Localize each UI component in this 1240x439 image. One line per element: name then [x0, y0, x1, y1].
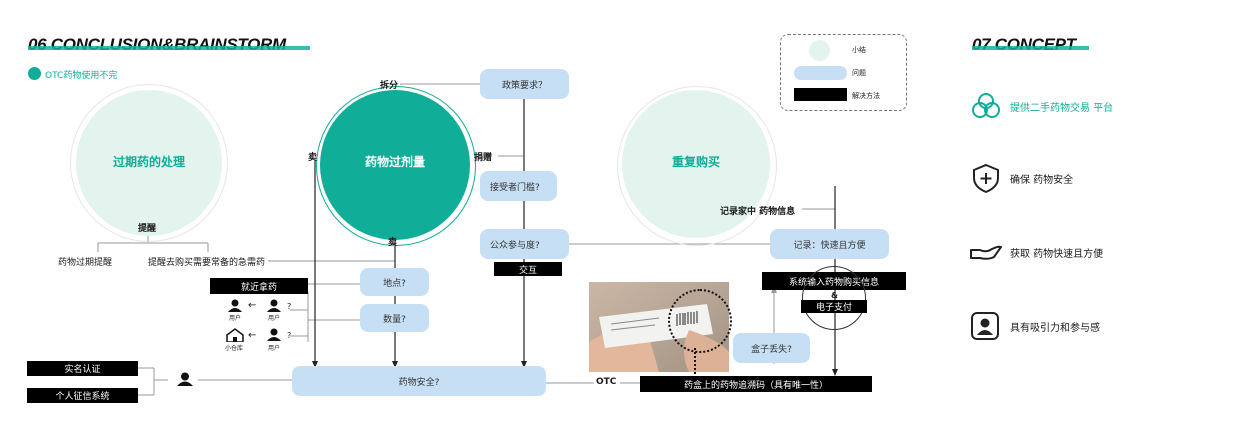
summary-circle-overdose — [320, 90, 470, 240]
concept-item-access: 获取 药物快速且方便 — [970, 237, 1103, 267]
donate-label: 捐赠 — [474, 153, 493, 163]
user-label: 用户 — [268, 315, 281, 322]
otc-label: OTC — [596, 377, 617, 387]
concept-label: 具有吸引力和参与感 — [1010, 322, 1100, 334]
section-title-conclusion: 06 CONCLUSION&BRAINSTORM — [28, 35, 286, 54]
split-label: 拆分 — [380, 81, 399, 91]
teal-dot-icon — [28, 67, 41, 80]
record-home-label: 记录家中 药物信息 — [720, 207, 796, 217]
buy-remind-label: 提醒去购买需要常备的急需药 — [148, 258, 266, 268]
sell-left-label: 卖 — [308, 153, 318, 163]
circles-icon — [972, 93, 1000, 118]
solution-real-name: 实名认证 — [27, 361, 138, 376]
circle-ring-overdose — [316, 86, 476, 246]
circle-ring-expired — [70, 84, 228, 242]
summary-circle-expired — [76, 90, 222, 236]
question-place: 地点? — [360, 268, 429, 296]
circle-ring-repeat — [617, 86, 777, 246]
e-pay-ring — [802, 266, 866, 330]
legend-problem-label: 问题 — [852, 69, 866, 77]
arrow-left-icon: ← — [248, 300, 257, 311]
user-icon — [228, 299, 242, 312]
solution-credit: 个人征信系统 — [27, 388, 138, 403]
concept-item-platform: 提供二手药物交易 平台 — [970, 91, 1113, 121]
title-underline — [28, 46, 310, 50]
user-label: 用户 — [229, 315, 242, 322]
solution-interact: 交互 — [494, 262, 562, 276]
user-icon — [971, 312, 999, 340]
legend-tag: OTC药物使用不完 — [45, 71, 118, 81]
question-mark: ? — [287, 302, 292, 311]
question-policy: 政策要求？ — [480, 69, 569, 99]
expire-remind-label: 药物过期提醒 — [58, 258, 113, 268]
legend-solution-swatch — [794, 88, 847, 101]
question-public: 公众参与度? — [480, 229, 569, 259]
warehouse-label: 小仓库 — [225, 345, 244, 352]
legend-summary-swatch — [809, 40, 830, 61]
user-icon — [267, 328, 281, 341]
arrow-left-icon: ← — [248, 330, 257, 341]
summary-repeat-label: 重复购买 — [671, 155, 720, 169]
concept-label: 提供二手药物交易 平台 — [1010, 102, 1114, 114]
question-threshold: 接受者门槛? — [480, 171, 557, 201]
user-label: 用户 — [268, 345, 281, 352]
concept-item-engagement: 具有吸引力和参与感 — [970, 311, 1100, 341]
remind-label: 提醒 — [138, 224, 157, 234]
hand-icon — [970, 245, 1002, 260]
summary-circle-repeat — [622, 90, 770, 238]
user-icon — [267, 299, 281, 312]
user-icon — [177, 372, 193, 386]
question-record: 记录：快速且方便 — [770, 229, 889, 259]
section-title-concept: 07 CONCEPT — [972, 35, 1076, 54]
legend-box — [780, 34, 907, 111]
title-underline — [972, 46, 1089, 50]
question-mark: ? — [287, 331, 292, 340]
warehouse-icon — [226, 328, 244, 342]
concept-item-safety: 确保 药物安全 — [970, 163, 1073, 193]
dotted-connector — [694, 348, 696, 376]
legend-solution-label: 解决方法 — [852, 92, 880, 100]
legend-problem-swatch — [794, 66, 847, 80]
solution-nearby: 就近拿药 — [210, 278, 308, 294]
concept-label: 确保 药物安全 — [1010, 174, 1074, 186]
shield-plus-icon — [973, 163, 999, 193]
barcode-highlight-ring — [668, 289, 732, 353]
solution-e-pay: 电子支付 — [801, 300, 867, 313]
solution-trace-code: 药盒上的药物追溯码（具有唯一性） — [640, 376, 872, 392]
question-box-lost: 盒子丢失? — [733, 333, 810, 363]
legend-summary-label: 小结 — [852, 46, 866, 54]
concept-label: 获取 药物快速且方便 — [1010, 248, 1104, 260]
sell-bottom-label: 卖 — [388, 238, 398, 248]
question-safety: 药物安全? — [292, 366, 546, 396]
summary-overdose-label: 药物过剂量 — [364, 155, 425, 169]
summary-expired-label: 过期药的处理 — [112, 155, 185, 169]
question-quantity: 数量? — [360, 304, 429, 332]
